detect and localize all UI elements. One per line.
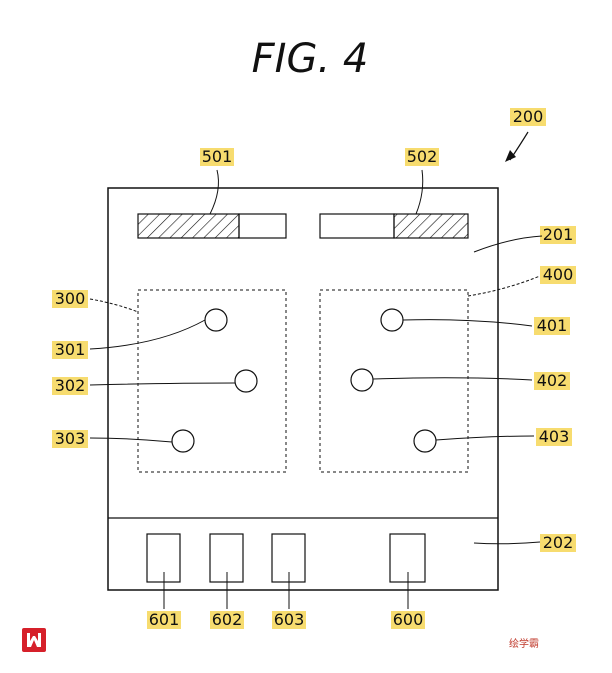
point-402 (350, 368, 374, 392)
leader-400 (467, 275, 541, 297)
label-401: 401 (537, 316, 568, 335)
label-601-highlight (147, 611, 181, 629)
label-202: 202 (543, 533, 574, 552)
label-603: 603 (274, 610, 305, 629)
arrowhead-200 (505, 150, 516, 162)
leader-301 (89, 319, 206, 350)
label-403-highlight (536, 428, 572, 446)
label-600: 600 (393, 610, 424, 629)
watermark-text: 绘学霸 (509, 637, 539, 650)
label-300: 300 (55, 289, 86, 308)
label-400: 400 (543, 265, 574, 284)
leader-501 (209, 169, 219, 215)
point-302 (234, 369, 258, 393)
leader-300 (89, 298, 139, 313)
bar-501-hatched (137, 213, 240, 239)
label-303-highlight (52, 430, 88, 448)
leader-401 (402, 319, 533, 327)
label-501-highlight (200, 148, 234, 166)
label-300-highlight (52, 290, 88, 308)
leader-201 (473, 235, 543, 253)
label-502-highlight (405, 148, 439, 166)
leader-502 (415, 169, 424, 215)
label-201-highlight (540, 226, 576, 244)
label-200-highlight (510, 108, 546, 126)
label-200: 200 (513, 107, 544, 126)
bar-501-empty (238, 213, 287, 239)
point-303 (171, 429, 195, 453)
label-501: 501 (202, 147, 233, 166)
label-402: 402 (537, 371, 568, 390)
group-400-box (319, 289, 469, 473)
point-401 (380, 308, 404, 332)
label-302-highlight (52, 377, 88, 395)
label-303: 303 (55, 429, 86, 448)
label-602-highlight (210, 611, 244, 629)
label-301-highlight (52, 341, 88, 359)
figure-title: FIG. 4 (252, 36, 369, 82)
label-502: 502 (407, 147, 438, 166)
label-302: 302 (55, 376, 86, 395)
label-301: 301 (55, 340, 86, 359)
leader-302 (89, 382, 236, 386)
bar-502-hatched (393, 213, 469, 239)
label-601: 601 (149, 610, 180, 629)
label-202-highlight (540, 534, 576, 552)
label-600-highlight (391, 611, 425, 629)
device-outline (107, 187, 499, 591)
leader-303 (89, 437, 173, 443)
label-400-highlight (540, 266, 576, 284)
leader-202 (473, 541, 541, 545)
point-301 (204, 308, 228, 332)
leader-402 (372, 377, 533, 381)
point-403 (413, 429, 437, 453)
label-403: 403 (539, 427, 570, 446)
label-401-highlight (534, 317, 570, 335)
label-402-highlight (534, 372, 570, 390)
group-300-box (137, 289, 287, 473)
logo-icon (22, 628, 46, 652)
leader-403 (435, 435, 535, 441)
label-603-highlight (272, 611, 306, 629)
label-201: 201 (543, 225, 574, 244)
bar-502-empty (319, 213, 395, 239)
label-602: 602 (212, 610, 243, 629)
